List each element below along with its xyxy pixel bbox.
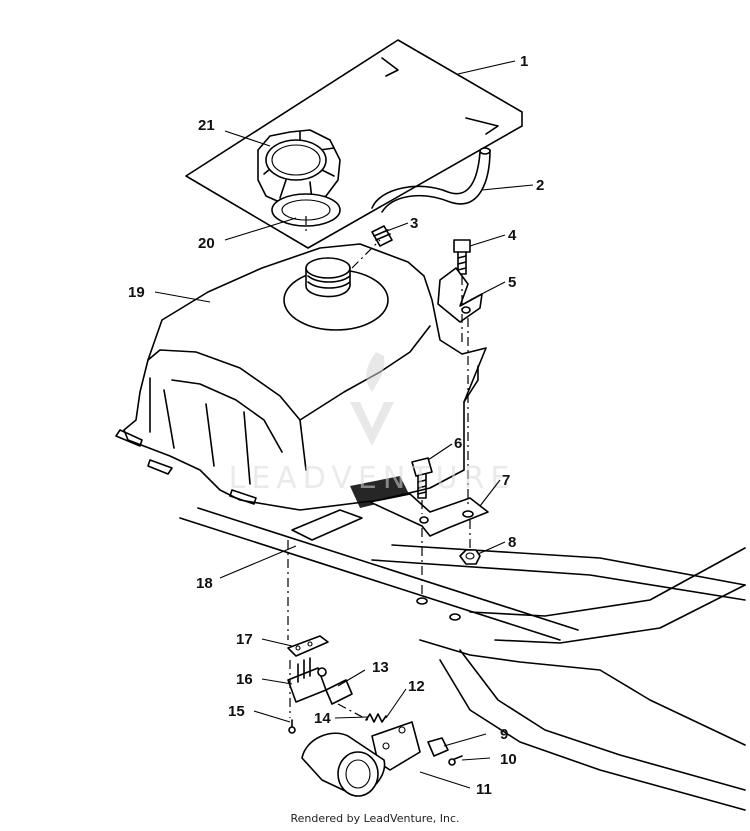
callout-13: 13 bbox=[372, 659, 389, 676]
part-4-bolt bbox=[453, 239, 471, 275]
callout-14: 14 bbox=[314, 710, 331, 727]
part-15-screw bbox=[288, 719, 296, 734]
part-10-screw bbox=[448, 755, 463, 766]
part-11-cylinder bbox=[301, 732, 386, 797]
part-18-pad bbox=[291, 509, 363, 541]
part-9-knob bbox=[427, 737, 449, 757]
part-14-spring bbox=[365, 713, 387, 723]
part-5-bracket bbox=[437, 267, 483, 323]
watermark-text: LEADVENTURE bbox=[229, 461, 516, 496]
callout-20: 20 bbox=[198, 235, 215, 252]
callout-11: 11 bbox=[476, 781, 492, 798]
part-19-fuel-tank bbox=[115, 243, 487, 511]
part-12-bracket bbox=[371, 721, 421, 771]
watermark: LEADVENTURE bbox=[229, 352, 516, 496]
part-21-fuel-cap bbox=[257, 129, 341, 205]
callout-19: 19 bbox=[128, 284, 145, 301]
callout-8: 8 bbox=[508, 534, 516, 551]
callout-labels: 1 2 3 4 5 6 7 8 9 10 11 12 13 14 15 16 1… bbox=[128, 53, 544, 798]
callout-16: 16 bbox=[236, 671, 253, 688]
leader-lines bbox=[154, 60, 534, 789]
part-16-petcock bbox=[287, 657, 327, 703]
callout-12: 12 bbox=[408, 678, 425, 695]
part-13-lever bbox=[325, 679, 353, 705]
callout-15: 15 bbox=[228, 703, 245, 720]
part-7-bracket bbox=[350, 476, 489, 537]
callout-18: 18 bbox=[196, 575, 213, 592]
part-2-hose bbox=[371, 147, 491, 213]
callout-2: 2 bbox=[536, 177, 544, 194]
part-6-bolt bbox=[411, 457, 433, 499]
part-17-plate bbox=[287, 635, 329, 657]
callout-17: 17 bbox=[236, 631, 253, 648]
part-3-fitting bbox=[371, 225, 393, 247]
part-8-nut bbox=[459, 549, 481, 565]
frame-rails bbox=[179, 507, 746, 811]
callout-7: 7 bbox=[502, 472, 510, 489]
callout-21: 21 bbox=[198, 117, 215, 134]
callout-10: 10 bbox=[500, 751, 517, 768]
callout-6: 6 bbox=[454, 435, 462, 452]
callout-4: 4 bbox=[508, 227, 517, 244]
alignment-lines bbox=[287, 216, 471, 721]
callout-5: 5 bbox=[508, 274, 516, 291]
callout-9: 9 bbox=[500, 726, 508, 743]
callout-3: 3 bbox=[410, 215, 418, 232]
callout-1: 1 bbox=[520, 53, 528, 70]
footer-credit: Rendered by LeadVenture, Inc. bbox=[290, 812, 460, 825]
